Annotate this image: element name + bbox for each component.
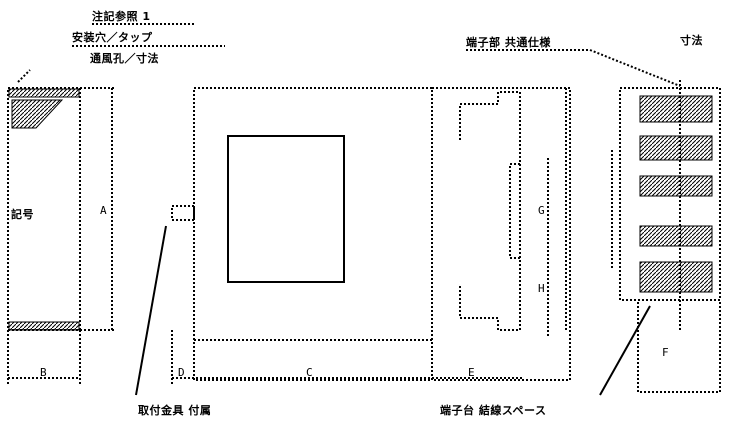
leader-line [599,305,651,396]
label-top-left-3: 通風孔／寸法 [90,51,159,65]
dim-right-h1-text: G [538,204,545,217]
dim-right-h2-text: H [538,282,545,295]
main-front-view: C D 取付金具 付属 [135,87,433,417]
dim-right-width-text: E [468,366,475,379]
terminal-recess [509,163,520,259]
leader-line [17,69,31,83]
display-window [227,135,345,283]
top-left-label-block: 注記参照 1 安装穴／タップ 通風孔／寸法 [72,9,225,65]
terminal-outline [431,87,571,381]
terminal-hatch-2 [639,135,713,161]
leader-line [135,225,167,396]
terminal-hatch-4 [639,225,713,247]
label-right-corner: 寸法 [680,33,703,47]
terminal-section-view: G H E 端子台 結線スペース [431,87,571,417]
terminal-block-view: 端子部 共通仕様 寸法 F [466,33,721,396]
label-bottom-right: 端子台 結線スペース [440,403,547,417]
dim-left-height-text: A [100,204,107,217]
main-outline [193,87,433,381]
terminal-hatch-5 [639,261,713,293]
label-top-right: 端子部 共通仕様 [466,35,551,49]
left-view-top-hatch [8,88,80,98]
dim-left-width-text: B [40,366,47,379]
left-side-view: 記号 B A [7,69,116,385]
terminal-hatch-3 [639,175,713,197]
dim-right-depth-text: F [662,346,669,359]
label-bottom-left: 取付金具 付属 [138,403,211,417]
left-view-bottom-hatch [8,321,80,331]
dim-main-width-text: C [306,366,313,379]
label-top-left-1: 注記参照 1 [92,9,150,23]
terminal-hatch-1 [639,95,713,123]
leader-line [589,49,681,87]
dim-main-inner-text: D [178,366,185,379]
side-mount-tab [171,205,195,221]
label-top-left-2: 安装穴／タップ [72,30,153,44]
left-view-corner-hatch [11,99,64,129]
terminal-lower-box [637,299,721,393]
side-tag: 記号 [11,207,34,221]
